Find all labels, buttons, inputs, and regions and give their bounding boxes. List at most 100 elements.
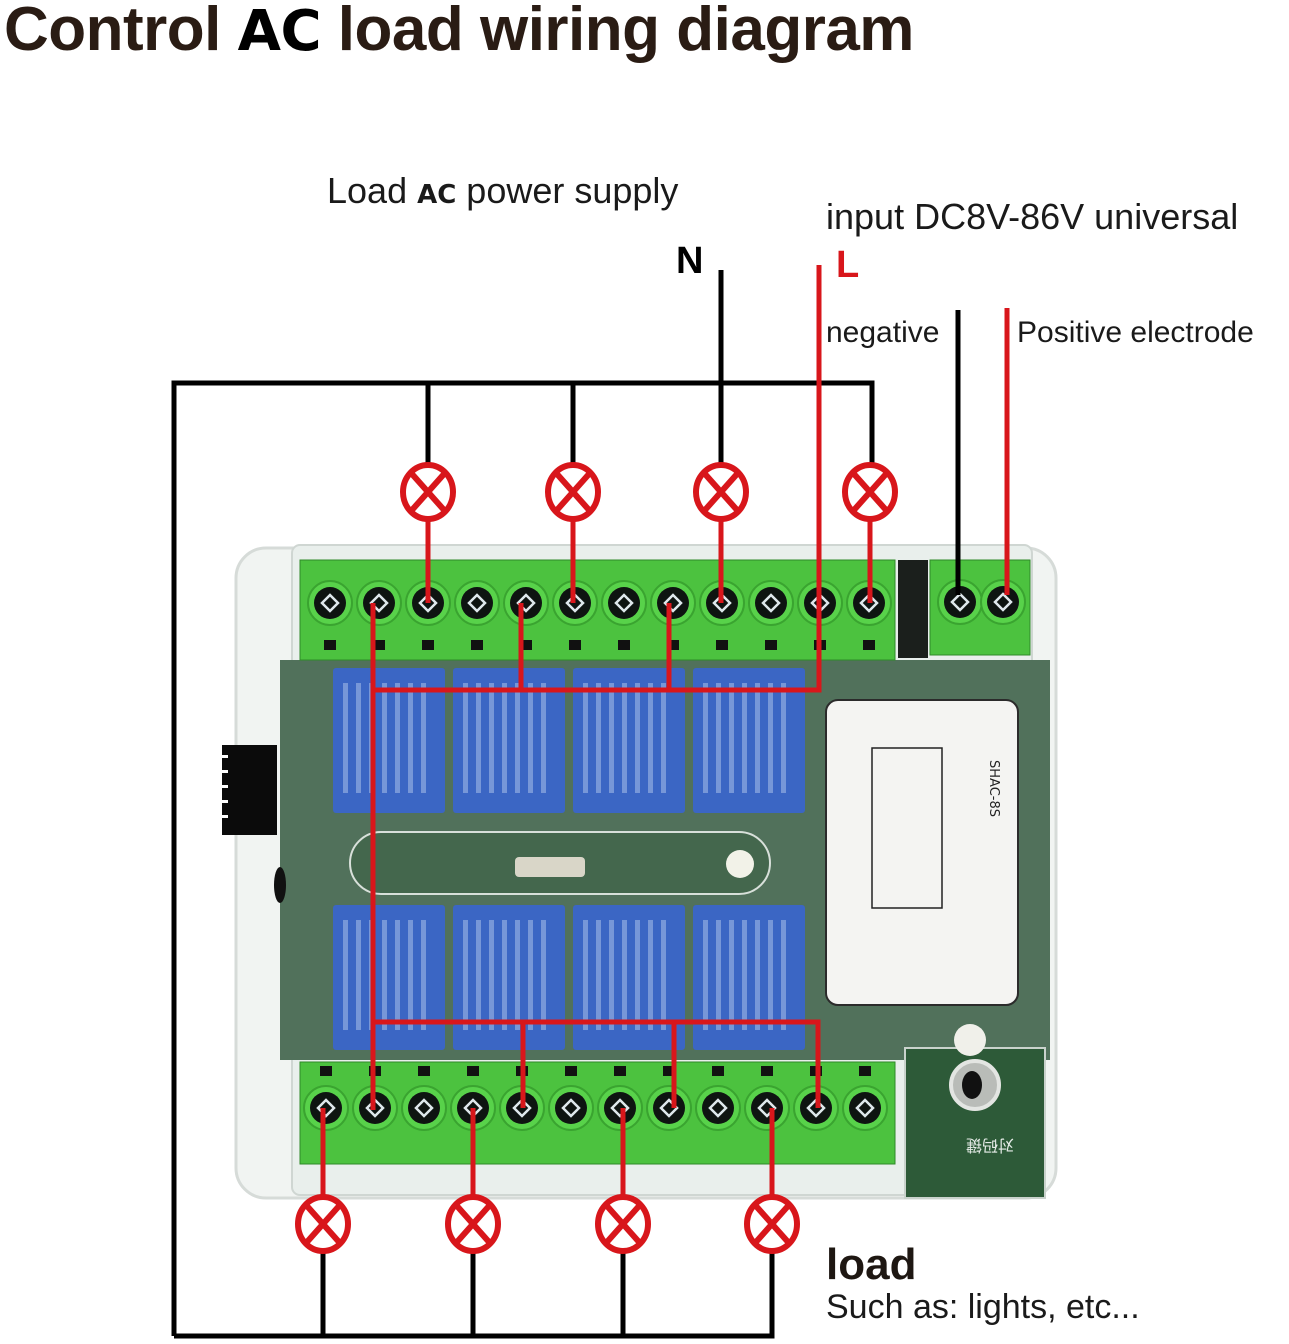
terminal-slot xyxy=(418,1066,430,1076)
relay-print xyxy=(528,920,533,1030)
relay-print xyxy=(343,920,348,1030)
relay xyxy=(333,905,445,1050)
relay-module: SHAC-8S 对码键 xyxy=(220,544,1058,1200)
terminal-slot xyxy=(863,640,875,650)
terminal-slot xyxy=(324,640,336,650)
relay-print xyxy=(356,920,361,1030)
terminal-slot xyxy=(765,640,777,650)
neutral-label: N xyxy=(676,240,704,282)
ac-supply-highlight: AC xyxy=(417,180,457,210)
live-label: L xyxy=(836,244,860,286)
lamp-cross xyxy=(554,472,592,512)
screw-head xyxy=(314,587,346,619)
relay-print xyxy=(635,683,640,793)
positive-label: Positive electrode xyxy=(1017,316,1254,349)
screw-slot-icon xyxy=(610,1098,630,1118)
screw-slot-icon xyxy=(993,592,1013,612)
terminal-slot xyxy=(716,640,728,650)
relay xyxy=(573,905,685,1050)
relay-print xyxy=(515,683,520,793)
relay-print xyxy=(729,920,734,1030)
screw-slot-icon xyxy=(369,593,389,613)
dc-negative-terminal[interactable] xyxy=(937,579,983,625)
ac-supply-prefix: Load xyxy=(327,170,408,211)
lamp-cross xyxy=(454,1204,492,1244)
screw-slot-icon xyxy=(757,1098,777,1118)
relay-print xyxy=(622,920,627,1030)
relay-body xyxy=(693,905,805,1050)
page-title: Control AC load wiring diagram xyxy=(4,0,914,65)
relay-print xyxy=(421,683,426,793)
lamp-cross xyxy=(304,1204,342,1244)
top-terminal[interactable] xyxy=(454,580,500,626)
lamp-5 xyxy=(295,1194,351,1254)
terminal-slot xyxy=(569,640,581,650)
top-terminal[interactable] xyxy=(601,580,647,626)
neutral-bus-bottom xyxy=(174,1250,775,1339)
bottom-terminal[interactable] xyxy=(303,1085,349,1131)
terminal-slot xyxy=(467,1066,479,1076)
bottom-terminal[interactable] xyxy=(548,1085,594,1131)
relay-print xyxy=(463,920,468,1030)
mount-hole xyxy=(274,867,286,903)
relay-print xyxy=(476,920,481,1030)
lamp-8 xyxy=(744,1194,800,1254)
screw-slot-icon xyxy=(859,593,879,613)
relay-print xyxy=(382,683,387,793)
screw-slot-icon xyxy=(806,1098,826,1118)
relay-print xyxy=(476,683,481,793)
bottom-terminal[interactable] xyxy=(646,1085,692,1131)
screw-slot-icon xyxy=(950,592,970,612)
neutral-bus-top xyxy=(171,380,875,1336)
screw-slot-icon xyxy=(855,1098,875,1118)
relay xyxy=(453,668,565,813)
terminal-slot xyxy=(712,1066,724,1076)
title-prefix: Control xyxy=(4,0,221,64)
relay-print xyxy=(768,683,773,793)
title-highlight: AC xyxy=(237,0,322,64)
screw-slot-icon xyxy=(414,1098,434,1118)
screw-slot-icon xyxy=(614,593,634,613)
top-terminal[interactable] xyxy=(356,580,402,626)
lamp-cross xyxy=(851,472,889,512)
bottom-terminal[interactable] xyxy=(695,1085,741,1131)
bottom-terminal[interactable] xyxy=(842,1085,888,1131)
relay-print xyxy=(343,683,348,793)
top-terminal[interactable] xyxy=(307,580,353,626)
ac-supply-suffix: power supply xyxy=(466,170,679,211)
lamp-cross xyxy=(604,1204,642,1244)
terminal-slot xyxy=(471,640,483,650)
terminal-slot xyxy=(761,1066,773,1076)
lamp-2 xyxy=(545,462,601,522)
relay-print xyxy=(648,683,653,793)
screw-head xyxy=(510,587,542,619)
bottom-terminal[interactable] xyxy=(744,1085,790,1131)
relay-print xyxy=(502,920,507,1030)
relay-print xyxy=(648,920,653,1030)
dc-positive-terminal[interactable] xyxy=(980,579,1026,625)
led-indicator xyxy=(726,850,754,878)
relay-print xyxy=(541,683,546,793)
top-terminal[interactable] xyxy=(503,580,549,626)
screw-head xyxy=(944,586,976,618)
top-terminal[interactable] xyxy=(748,580,794,626)
crystal-oscillator xyxy=(515,857,585,877)
relay-print xyxy=(408,920,413,1030)
relay-print xyxy=(622,683,627,793)
bottom-terminal[interactable] xyxy=(401,1085,447,1131)
terminal-divider xyxy=(898,560,928,658)
relay-print xyxy=(703,683,708,793)
lamp-cross xyxy=(702,472,740,512)
learn-button[interactable]: 对码键 xyxy=(904,1024,1046,1199)
top-terminal[interactable] xyxy=(699,580,745,626)
bottom-terminal[interactable] xyxy=(597,1085,643,1131)
relay-print xyxy=(742,683,747,793)
relay-print xyxy=(716,683,721,793)
relay xyxy=(693,905,805,1050)
top-terminal[interactable] xyxy=(650,580,696,626)
module-model: SHAC-8S xyxy=(986,760,1001,817)
relay-print xyxy=(609,683,614,793)
lamp-1 xyxy=(400,462,456,522)
relay-print xyxy=(395,920,400,1030)
relay-print xyxy=(502,683,507,793)
